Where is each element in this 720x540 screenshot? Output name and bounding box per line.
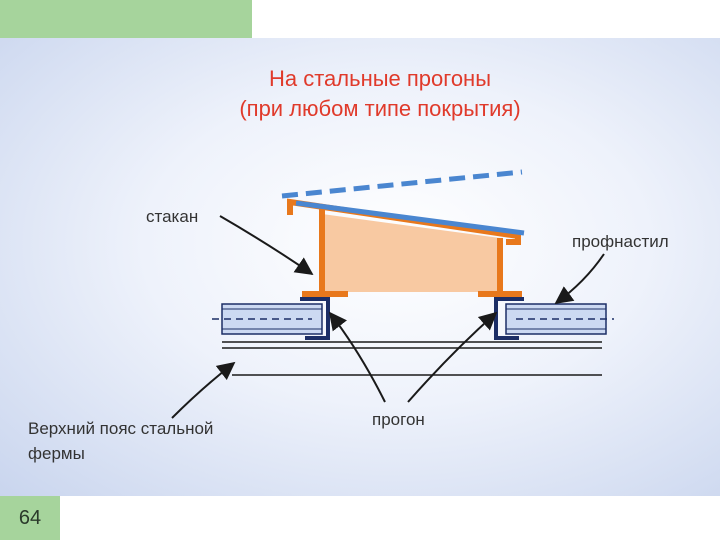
deck-sheet — [281, 169, 525, 236]
page-number: 64 — [0, 496, 60, 540]
deck-dashed — [281, 169, 523, 199]
purlin-left-profile — [300, 297, 330, 340]
arrow-to-cup — [219, 215, 314, 276]
title-line-1: На стальные прогоны — [268, 66, 492, 91]
arrow-to-purlin-left — [328, 311, 386, 403]
steel-cup — [287, 198, 522, 297]
label-progon: прогон — [372, 410, 425, 429]
slide-title: На стальные прогоны (при любом типе покр… — [120, 64, 640, 124]
arrow-to-deck — [554, 253, 605, 305]
arrow-to-chord — [171, 361, 236, 419]
header-accent-bar — [0, 0, 252, 38]
label-stakan: стакан — [146, 207, 199, 226]
title-line-2: (при любом типе покрытия) — [239, 96, 521, 121]
purlin-left — [212, 297, 330, 340]
label-profnastil: профнастил — [572, 232, 669, 251]
deck-solid — [295, 200, 525, 236]
leader-arrows — [171, 215, 605, 419]
purlin-right — [494, 297, 614, 340]
label-top-chord-line1: Верхний пояс стальной — [28, 419, 214, 438]
arrow-to-purlin-right — [407, 311, 498, 403]
cup-fill — [322, 214, 500, 292]
label-top-chord-line2: фермы — [28, 444, 85, 463]
cup-cap — [287, 198, 521, 245]
truss-top-chord — [222, 341, 602, 376]
